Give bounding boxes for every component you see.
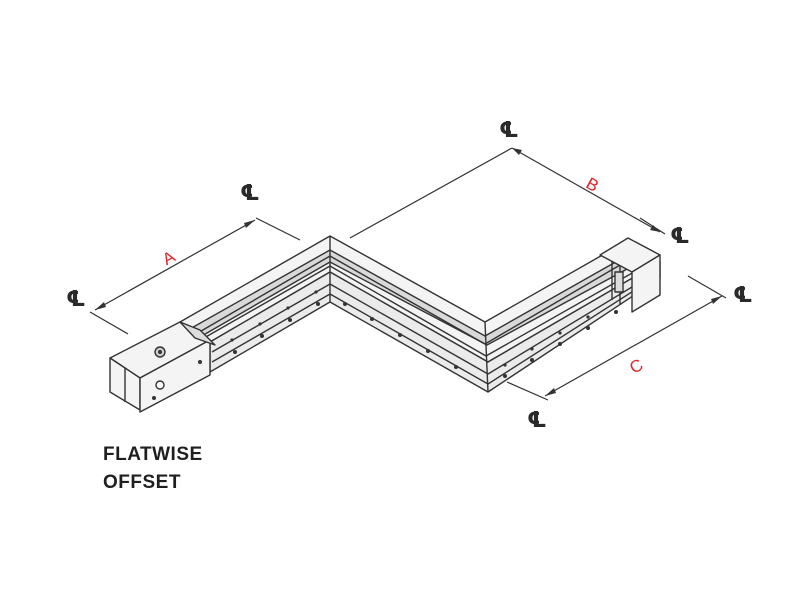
- centerline-symbol-left: ℄: [66, 287, 86, 312]
- dimension-label-b: B: [583, 174, 602, 196]
- centerline-symbol-c-right: ℄: [733, 283, 753, 308]
- dimension-b: [349, 147, 666, 239]
- dimension-label-c: C: [626, 355, 646, 378]
- housing-edge-1: [195, 255, 633, 345]
- right-joint-pack: [599, 237, 661, 313]
- dimension-label-a: A: [159, 247, 179, 269]
- centerline-symbol-b-top: ℄: [499, 118, 519, 143]
- housing-edge-4: [211, 273, 661, 385]
- housing-edge-2: [203, 263, 649, 357]
- corner-line-2: [484, 321, 489, 393]
- centerline-symbol-a-top: ℄: [240, 181, 260, 206]
- dimension-a: [89, 217, 301, 335]
- housing-edge-3: [211, 269, 661, 375]
- caption-line-1: FLATWISE: [103, 444, 203, 465]
- centerline-symbol-b-right: ℄: [670, 224, 690, 249]
- dimension-c: [506, 275, 727, 401]
- left-joint-pack: [109, 321, 216, 413]
- centerline-symbol-c-bottom: ℄: [527, 408, 547, 433]
- housing-bolts: [230, 290, 618, 378]
- busway-housing: [179, 235, 661, 393]
- caption-line-2: OFFSET: [103, 472, 181, 493]
